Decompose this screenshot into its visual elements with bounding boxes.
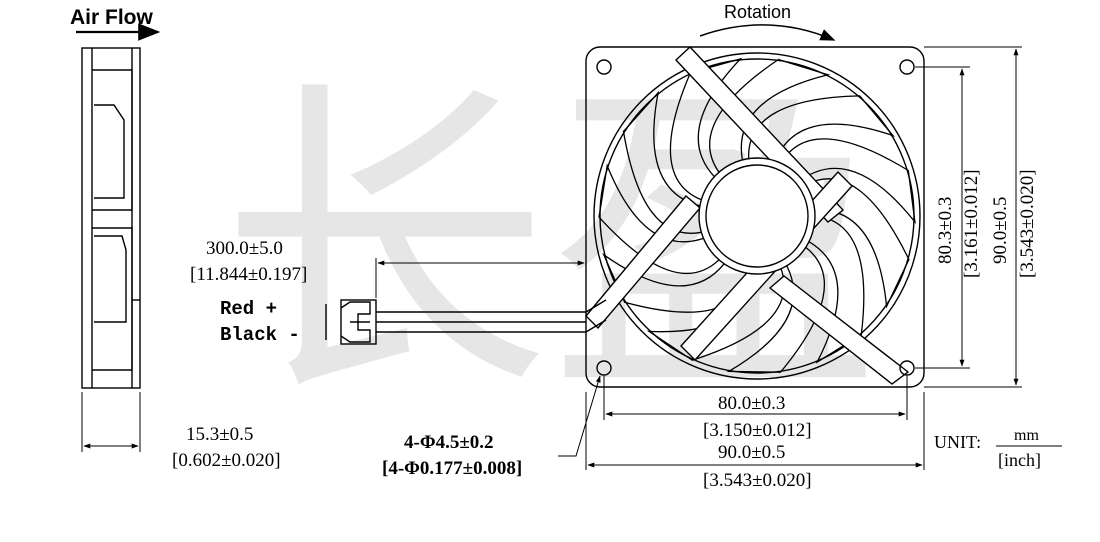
unit-label: UNIT:: [934, 432, 981, 452]
wire-connector: [325, 299, 377, 345]
frame-height-mm: 90.0±0.5: [990, 197, 1011, 264]
fan-hub: [698, 157, 816, 275]
unit-secondary: [inch]: [998, 450, 1041, 470]
fan-blade: [598, 163, 720, 275]
hole-spacing-v-mm: 80.3±0.3: [935, 197, 956, 264]
airflow-label: Air Flow: [70, 6, 153, 29]
thickness-mm: 15.3±0.5: [186, 424, 253, 445]
wire-black-label: Black -: [220, 324, 300, 346]
side-view: Air Flow: [70, 6, 161, 452]
mount-hole-tl: [596, 59, 612, 75]
frame-height-inch: [3.543±0.020]: [1017, 169, 1038, 278]
mount-holes-mm: 4-Φ4.5±0.2: [404, 432, 494, 453]
fan-blade: [780, 138, 916, 225]
fan-frame: [585, 46, 925, 388]
fan-blade: [669, 57, 743, 201]
cable-length-inch: [11.844±0.197]: [190, 264, 307, 285]
fan-ring: [593, 52, 921, 380]
fan-cable: [376, 299, 607, 333]
rotation-arrow-icon: [699, 24, 836, 41]
cable-length-mm: 300.0±5.0: [206, 238, 283, 259]
hole-spacing-h-inch: [3.150±0.012]: [703, 420, 812, 441]
mount-holes-inch: [4-Φ0.177±0.008]: [382, 458, 522, 479]
side-frame: [81, 47, 141, 389]
hole-spacing-v-inch: [3.161±0.012]: [961, 169, 982, 278]
mount-hole-br: [899, 360, 915, 376]
frame-width-inch: [3.543±0.020]: [703, 470, 812, 491]
front-view: [325, 24, 1062, 470]
unit-primary: mm: [1014, 427, 1039, 444]
frame-width-mm: 90.0±0.5: [718, 442, 785, 463]
mount-hole-tr: [899, 59, 915, 75]
thickness-inch: [0.602±0.020]: [172, 450, 281, 471]
hole-spacing-h-mm: 80.0±0.3: [718, 393, 785, 414]
mount-hole-bl: [596, 360, 612, 376]
wire-red-label: Red +: [220, 298, 277, 320]
fan-blade: [808, 215, 865, 364]
rotation-label: Rotation: [724, 2, 791, 22]
